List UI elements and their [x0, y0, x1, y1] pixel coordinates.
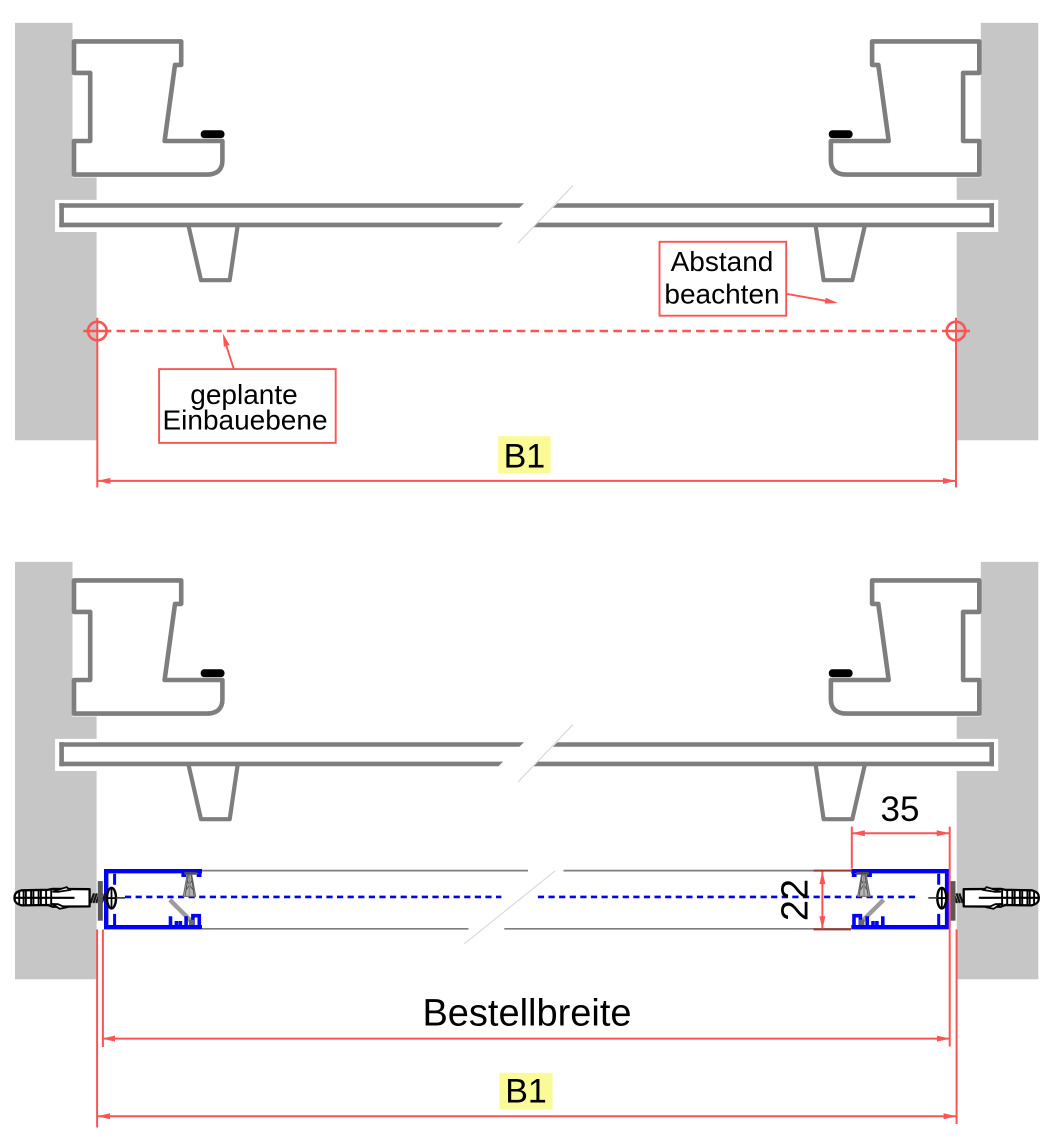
- svg-text:B1: B1: [505, 1073, 547, 1111]
- svg-text:Einbauebene: Einbauebene: [162, 405, 327, 436]
- svg-text:Abstand: Abstand: [671, 246, 774, 277]
- svg-text:35: 35: [881, 790, 920, 829]
- svg-text:beachten: beachten: [664, 278, 779, 309]
- svg-text:B1: B1: [504, 438, 546, 476]
- svg-text:Bestellbreite: Bestellbreite: [422, 993, 631, 1035]
- svg-text:22: 22: [775, 879, 817, 921]
- svg-text:geplante: geplante: [190, 379, 297, 410]
